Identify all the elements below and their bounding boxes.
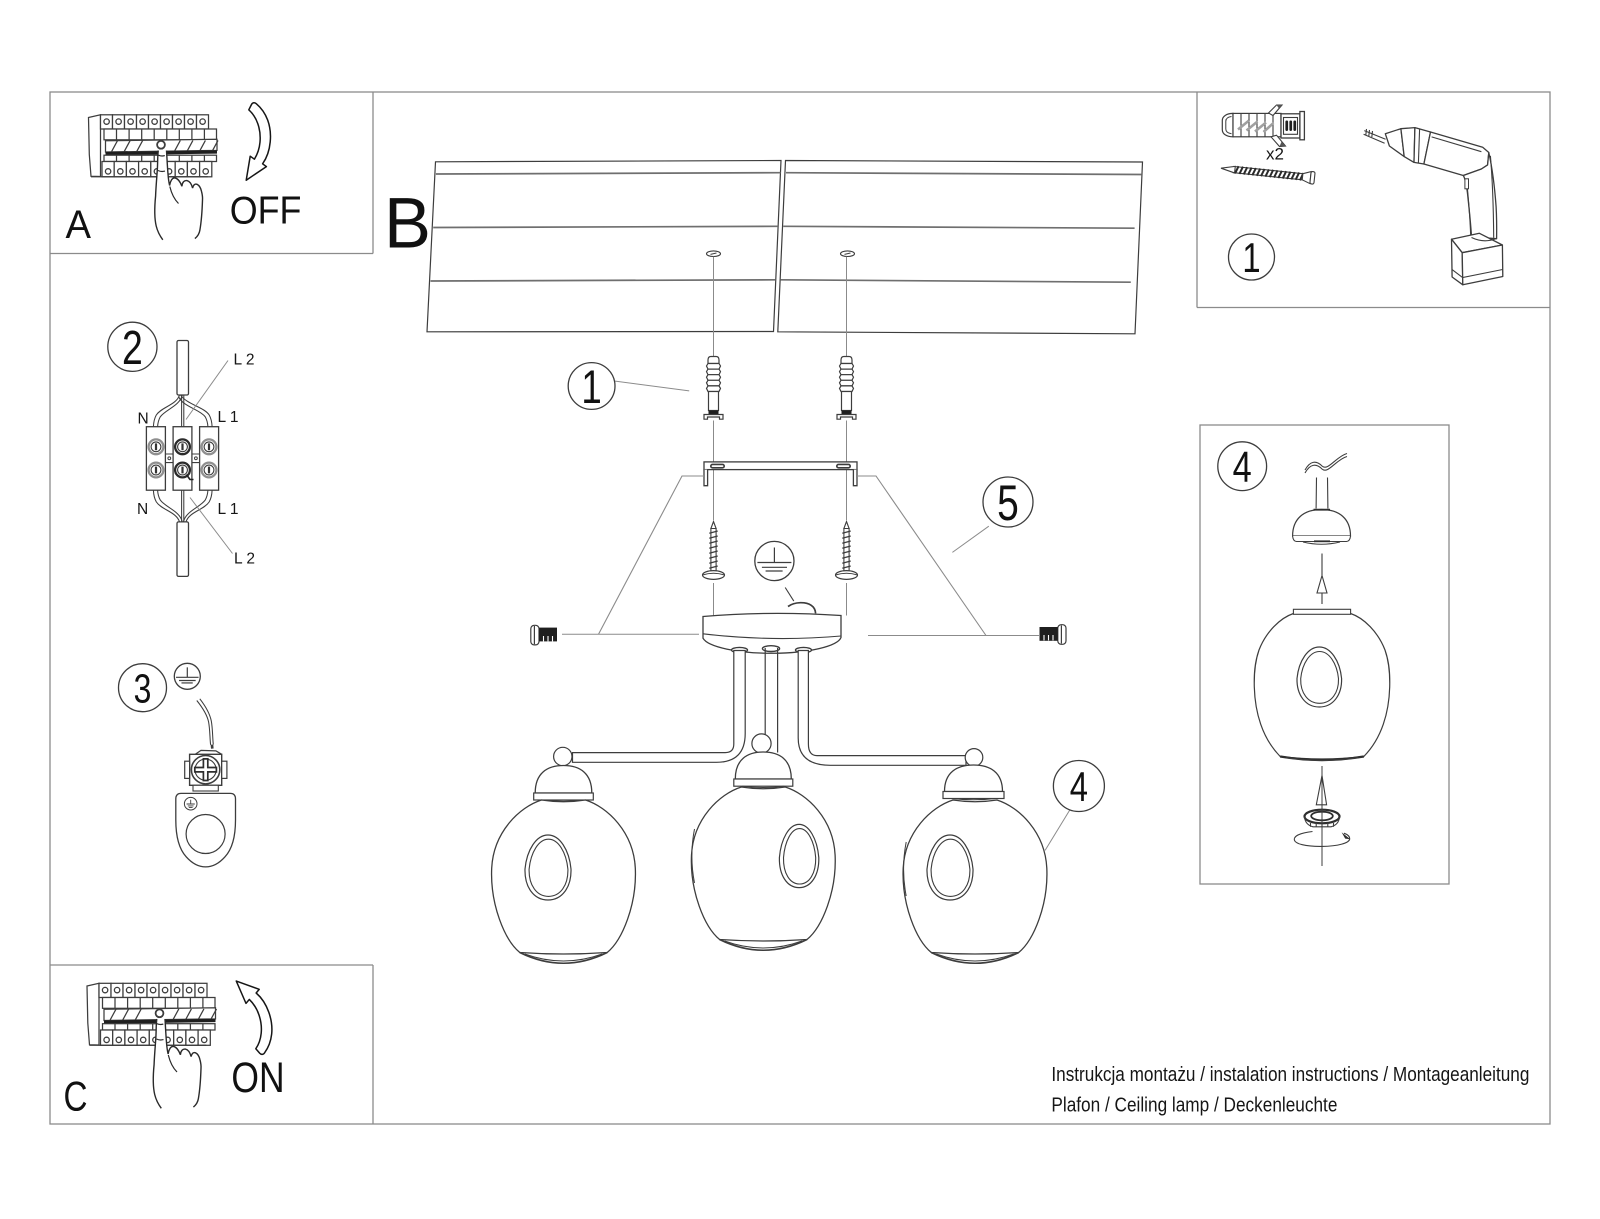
- svg-text:2: 2: [122, 322, 143, 376]
- svg-text:4: 4: [1233, 443, 1252, 492]
- svg-text:ON: ON: [231, 1054, 284, 1102]
- svg-text:L 2: L 2: [234, 551, 255, 568]
- svg-text:x2: x2: [1266, 145, 1284, 164]
- svg-text:A: A: [66, 203, 92, 247]
- svg-text:N: N: [137, 501, 148, 518]
- svg-text:C: C: [64, 1073, 88, 1120]
- svg-text:1: 1: [581, 361, 601, 413]
- svg-text:N: N: [138, 411, 149, 428]
- svg-text:B: B: [384, 185, 431, 264]
- svg-text:Instrukcja montażu / instalati: Instrukcja montażu / instalation instruc…: [1051, 1064, 1529, 1086]
- svg-text:L 1: L 1: [218, 501, 239, 518]
- svg-text:1: 1: [1242, 234, 1260, 281]
- svg-text:L 1: L 1: [218, 409, 239, 426]
- svg-text:3: 3: [134, 666, 152, 712]
- svg-text:Plafon / Ceiling lamp / Decken: Plafon / Ceiling lamp / Deckenleuchte: [1051, 1095, 1337, 1117]
- svg-text:4: 4: [1070, 763, 1088, 810]
- svg-text:OFF: OFF: [230, 190, 302, 233]
- svg-text:L 2: L 2: [234, 352, 255, 369]
- svg-text:5: 5: [997, 474, 1019, 531]
